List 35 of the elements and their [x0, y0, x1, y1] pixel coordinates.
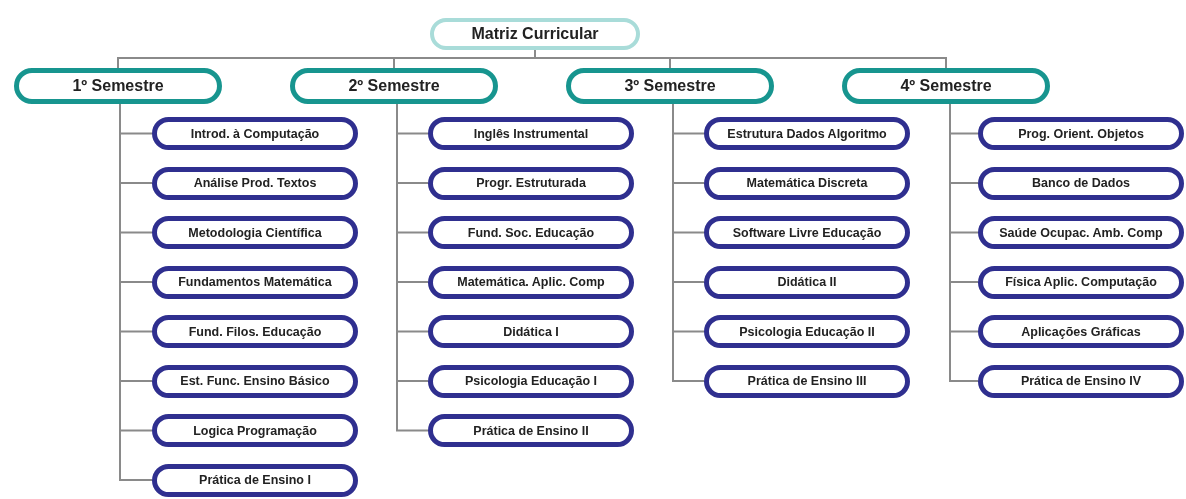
course-box: Estrutura Dados Algoritmo: [704, 117, 910, 150]
course-box: Didática II: [704, 265, 910, 299]
course-box: Fund. Filos. Educação: [152, 315, 358, 348]
connector-line: [949, 103, 979, 382]
course-box: Psicologia Educação I: [428, 364, 634, 398]
course-box: Est. Func. Ensino Básico: [152, 364, 358, 398]
course-box: Logica Programação: [152, 414, 358, 447]
course-box: Saúde Ocupac. Amb. Comp: [978, 216, 1184, 249]
connector-line: [672, 103, 705, 382]
course-box: Física Aplic. Computação: [978, 265, 1184, 299]
semester-box: 1º Semestre: [14, 68, 222, 104]
course-box: Aplicações Gráficas: [978, 315, 1184, 348]
course-box: Prog. Orient. Objetos: [978, 117, 1184, 150]
course-box: Matemática. Aplic. Comp: [428, 265, 634, 299]
course-box: Fundamentos Matemática: [152, 265, 358, 299]
connector-line: [396, 103, 429, 432]
course-box: Introd. à Computação: [152, 117, 358, 150]
course-box: Prática de Ensino IV: [978, 364, 1184, 398]
semester-box: 2º Semestre: [290, 68, 498, 104]
course-box: Psicologia Educação II: [704, 315, 910, 348]
curriculum-root-box: Matriz Curricular: [430, 18, 640, 50]
course-box: Fund. Soc. Educação: [428, 216, 634, 249]
course-box: Inglês Instrumental: [428, 117, 634, 150]
course-box: Metodologia Científica: [152, 216, 358, 249]
course-box: Prática de Ensino I: [152, 463, 358, 497]
course-box: Didática I: [428, 315, 634, 348]
course-box: Banco de Dados: [978, 166, 1184, 200]
semester-box: 4º Semestre: [842, 68, 1050, 104]
course-box: Prática de Ensino II: [428, 414, 634, 447]
course-box: Matemática Discreta: [704, 166, 910, 200]
course-box: Prática de Ensino III: [704, 364, 910, 398]
course-box: Software Livre Educação: [704, 216, 910, 249]
course-box: Progr. Estruturada: [428, 166, 634, 200]
semester-box: 3º Semestre: [566, 68, 774, 104]
course-box: Análise Prod. Textos: [152, 166, 358, 200]
